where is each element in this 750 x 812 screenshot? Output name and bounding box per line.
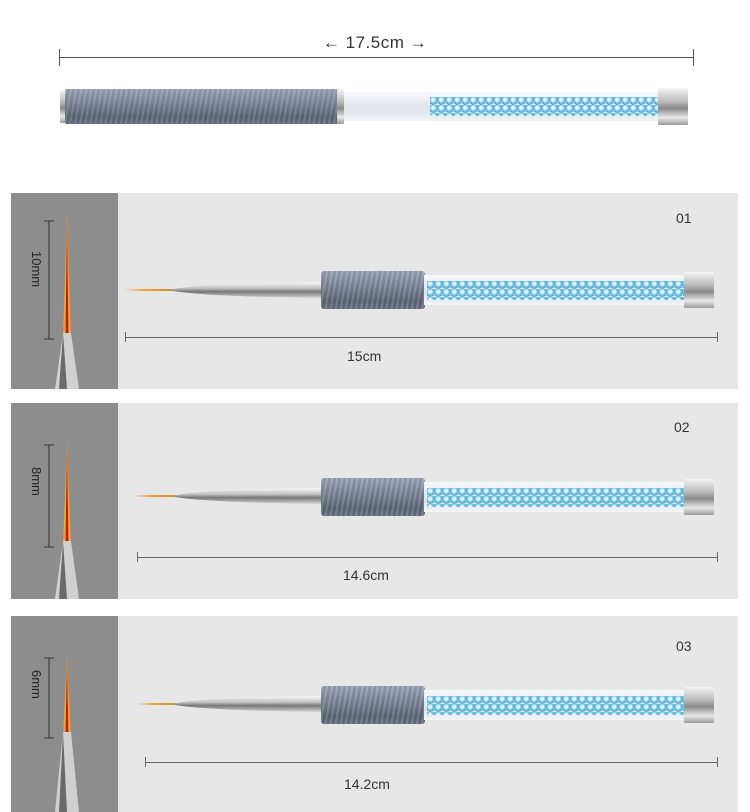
tip-length-label-wrap-03: 6mm: [23, 616, 51, 812]
end-cap: [658, 88, 688, 125]
tip-closeup-02: [11, 403, 118, 599]
brush-number: 03: [676, 638, 692, 654]
dimension-tick-left: [59, 49, 60, 66]
tip-length-label: 6mm: [29, 670, 44, 699]
brush-length-label: 14.2cm: [344, 776, 390, 792]
brush-length-label: 14.6cm: [343, 567, 389, 583]
length-line: [137, 557, 717, 558]
tip-closeup-03: [11, 616, 118, 812]
brush-length-label: 15cm: [347, 348, 382, 364]
handle-grip: [321, 686, 425, 724]
tip-length-label-wrap-01: 10mm: [23, 193, 51, 389]
pearl-filling: [427, 281, 685, 300]
brush-hair: [123, 289, 175, 291]
brush-panel-03: 6mm 03 14.2cm: [11, 616, 738, 812]
metal-ferrule: [171, 488, 323, 504]
brush-panel-01: 10mm 01 15cm: [11, 193, 738, 389]
brush-number: 01: [676, 210, 692, 226]
brush-cap: [65, 89, 340, 124]
dimension-tick-right: [693, 49, 694, 66]
length-line: [125, 337, 717, 338]
tip-length-label: 10mm: [29, 251, 44, 288]
brush-panel-02: 8mm 02 14.6cm: [11, 403, 738, 599]
pearl-filling: [427, 488, 685, 507]
cap-ring: [337, 89, 344, 124]
brush-hair: [133, 495, 177, 497]
pearl-filling: [427, 696, 685, 715]
brush-hair: [137, 703, 177, 705]
handle-grip: [321, 271, 425, 309]
overall-length-label: ← 17.5cm →: [322, 33, 428, 52]
pearl-filling: [430, 97, 658, 116]
end-cap: [684, 272, 714, 308]
brush-number: 02: [674, 419, 690, 435]
dimension-line: [59, 57, 694, 58]
length-line: [145, 762, 717, 763]
handle-grip: [321, 478, 425, 516]
tip-closeup-01: [11, 193, 118, 389]
capped-brush-section: ← 17.5cm →: [0, 0, 750, 160]
tip-length-label: 8mm: [29, 467, 44, 496]
end-cap: [684, 687, 714, 723]
metal-ferrule: [169, 282, 321, 298]
tip-length-label-wrap-02: 8mm: [23, 403, 51, 599]
end-cap: [684, 479, 714, 515]
metal-ferrule: [171, 696, 323, 712]
